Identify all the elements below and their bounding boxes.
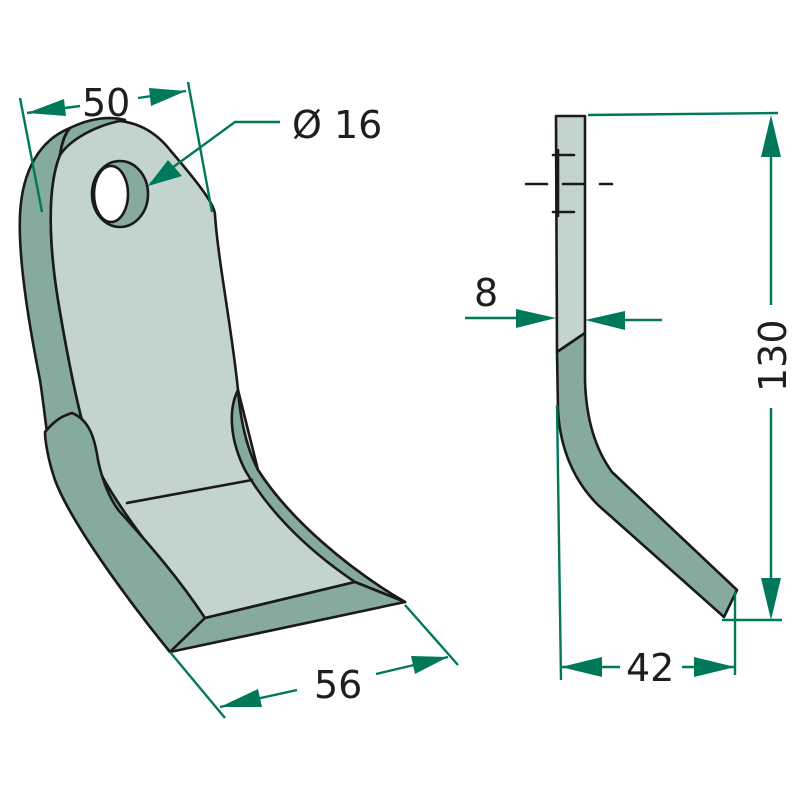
side-lower <box>555 331 739 619</box>
dimension-label-offset: 42 <box>626 646 674 690</box>
dimension-offset: 42 <box>555 404 737 690</box>
dimension-label-height: 130 <box>751 319 795 392</box>
dimension-label-bottom-width: 56 <box>314 663 362 707</box>
dimension-label-top-width: 50 <box>82 81 130 125</box>
isometric-view <box>18 116 407 654</box>
dimension-height: 130 <box>587 111 795 622</box>
blade-bottom-bevel <box>168 580 407 654</box>
side-view <box>524 114 739 619</box>
side-upper <box>554 114 587 354</box>
dimension-thickness: 8 <box>465 271 662 330</box>
dimension-bottom-width: 56 <box>169 604 459 719</box>
center-mark <box>524 148 614 218</box>
dimension-label-thickness: 8 <box>474 271 498 315</box>
blade-top-edge <box>58 116 127 157</box>
dimension-hole-diameter: Ø 16 <box>148 103 382 186</box>
dimension-label-hole-diameter: Ø 16 <box>292 103 382 147</box>
mounting-hole-inner <box>92 164 130 224</box>
bend-line <box>125 478 254 505</box>
